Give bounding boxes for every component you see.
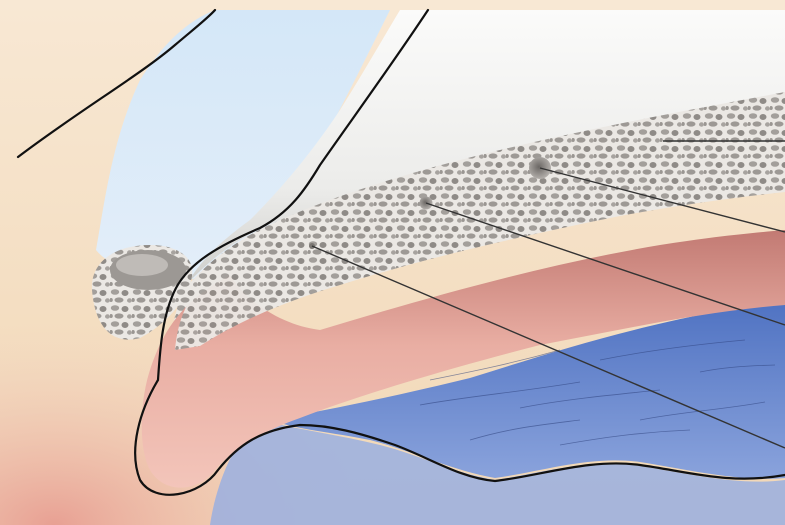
nodule-cavity-highlight xyxy=(116,254,168,276)
